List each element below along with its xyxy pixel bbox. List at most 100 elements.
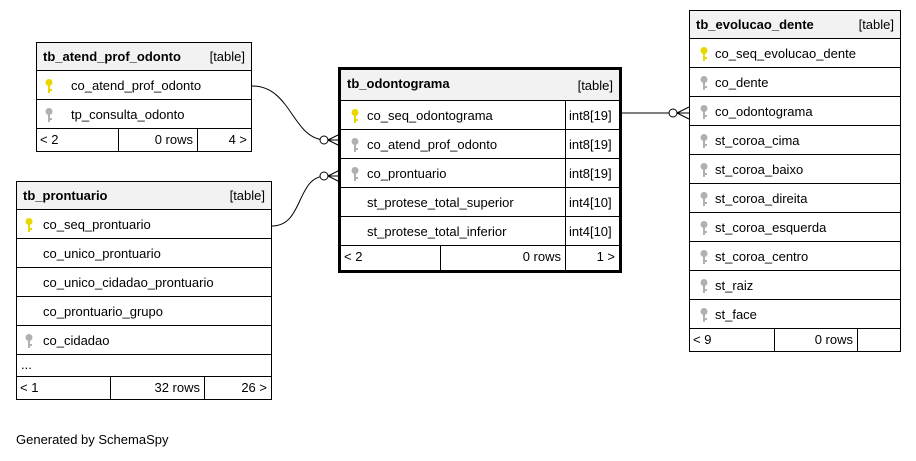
parents-count[interactable]: < 1: [20, 380, 39, 395]
column-row[interactable]: co_unico_cidadao_prontuario: [17, 268, 271, 297]
foreign-key-icon: [698, 249, 710, 265]
table-footer: < 2 0 rows 1 >: [341, 246, 619, 270]
parents-count[interactable]: < 2: [344, 249, 363, 264]
children-count[interactable]: 4 >: [228, 132, 247, 147]
table-header: tb_odontograma [table]: [341, 70, 619, 101]
column-name: co_seq_odontograma: [367, 108, 493, 123]
foreign-key-icon: [698, 307, 710, 323]
column-name: co_atend_prof_odonto: [367, 137, 498, 152]
column-row[interactable]: st_raiz: [690, 271, 900, 300]
table-tb-atend-prof-odonto[interactable]: tb_atend_prof_odonto [table] co_atend_pr…: [36, 42, 252, 152]
primary-key-icon: [349, 108, 361, 124]
row-count: 0 rows: [154, 132, 193, 147]
children-count[interactable]: 26 >: [241, 380, 267, 395]
column-row[interactable]: co_prontuario int8[19]: [341, 159, 619, 188]
column-name: co_unico_cidadao_prontuario: [43, 275, 214, 290]
column-name: st_coroa_baixo: [715, 162, 804, 177]
children-count[interactable]: 1 >: [596, 249, 615, 264]
column-name: tp_consulta_odonto: [71, 107, 185, 122]
foreign-key-icon: [43, 107, 55, 123]
table-tb-odontograma[interactable]: tb_odontograma [table] co_seq_odontogram…: [338, 67, 622, 273]
edge-prontuario-odontograma-optional-marker: [319, 171, 329, 181]
column-row[interactable]: co_atend_prof_odonto: [37, 71, 251, 100]
column-name: co_prontuario: [367, 166, 447, 181]
column-row[interactable]: st_coroa_baixo: [690, 155, 900, 184]
parents-count[interactable]: < 2: [40, 132, 59, 147]
column-name: st_protese_total_superior: [367, 195, 514, 210]
edge-prontuario-odontograma: [271, 175, 327, 227]
more-columns-text: ...: [21, 357, 32, 372]
foreign-key-icon: [698, 220, 710, 236]
table-footer: < 2 0 rows 4 >: [37, 129, 251, 151]
column-name: co_cidadao: [43, 333, 110, 348]
column-name: co_seq_evolucao_dente: [715, 46, 856, 61]
foreign-key-icon: [698, 133, 710, 149]
parents-count[interactable]: < 9: [693, 332, 712, 347]
foreign-key-icon: [23, 333, 35, 349]
column-row[interactable]: st_coroa_esquerda: [690, 213, 900, 242]
table-tb-evolucao-dente[interactable]: tb_evolucao_dente [table] co_seq_evoluca…: [689, 10, 901, 352]
column-row[interactable]: co_cidadao: [17, 326, 271, 355]
table-header: tb_evolucao_dente [table]: [690, 11, 900, 39]
row-count: 32 rows: [154, 380, 200, 395]
column-name: st_coroa_cima: [715, 133, 800, 148]
column-name: co_dente: [715, 75, 769, 90]
edge-odontograma-evolucao-crowfoot: [676, 106, 690, 120]
column-row[interactable]: co_atend_prof_odonto int8[19]: [341, 130, 619, 159]
column-name: st_protese_total_inferior: [367, 224, 507, 239]
column-name: st_coroa_esquerda: [715, 220, 827, 235]
row-count: 0 rows: [522, 249, 561, 264]
column-row[interactable]: st_coroa_cima: [690, 126, 900, 155]
column-row[interactable]: st_protese_total_inferior int4[10]: [341, 217, 619, 246]
foreign-key-icon: [698, 104, 710, 120]
column-row[interactable]: co_seq_odontograma int8[19]: [341, 101, 619, 130]
column-row[interactable]: co_prontuario_grupo: [17, 297, 271, 326]
column-name: co_unico_prontuario: [43, 246, 161, 261]
column-row[interactable]: co_seq_evolucao_dente: [690, 39, 900, 68]
table-footer: < 9 0 rows: [690, 329, 900, 351]
table-kind: [table]: [209, 49, 245, 64]
column-type: int8[19]: [565, 159, 619, 187]
column-name: st_raiz: [715, 278, 754, 293]
edge-atend-odontograma: [251, 85, 327, 141]
table-header: tb_atend_prof_odonto [table]: [37, 43, 251, 71]
column-row[interactable]: st_coroa_centro: [690, 242, 900, 271]
column-row[interactable]: co_seq_prontuario: [17, 210, 271, 239]
column-type: int4[10]: [565, 217, 619, 245]
generated-by-footer: Generated by SchemaSpy: [16, 432, 169, 447]
column-name: co_atend_prof_odonto: [71, 78, 202, 93]
more-columns-indicator: ...: [17, 355, 271, 377]
table-name: tb_atend_prof_odonto: [43, 49, 181, 64]
column-row[interactable]: co_unico_prontuario: [17, 239, 271, 268]
column-name: st_face: [715, 307, 757, 322]
column-name: co_prontuario_grupo: [43, 304, 163, 319]
row-count: 0 rows: [814, 332, 853, 347]
column-row[interactable]: co_dente: [690, 68, 900, 97]
foreign-key-icon: [349, 137, 361, 153]
column-name: co_odontograma: [715, 104, 813, 119]
column-row[interactable]: st_coroa_direita: [690, 184, 900, 213]
column-row[interactable]: st_protese_total_superior int4[10]: [341, 188, 619, 217]
foreign-key-icon: [349, 166, 361, 182]
foreign-key-icon: [698, 278, 710, 294]
column-row[interactable]: tp_consulta_odonto: [37, 100, 251, 129]
table-footer: < 1 32 rows 26 >: [17, 377, 271, 399]
edge-odontograma-evolucao-optional-marker: [668, 108, 678, 118]
column-name: st_coroa_direita: [715, 191, 808, 206]
primary-key-icon: [43, 78, 55, 94]
column-row[interactable]: co_odontograma: [690, 97, 900, 126]
column-row[interactable]: st_face: [690, 300, 900, 329]
column-type: int8[19]: [565, 130, 619, 158]
foreign-key-icon: [698, 75, 710, 91]
table-name: tb_odontograma: [347, 76, 450, 91]
table-kind: [table]: [229, 188, 265, 203]
edge-atend-odontograma-optional-marker: [319, 135, 329, 145]
table-kind: [table]: [858, 17, 894, 32]
foreign-key-icon: [698, 191, 710, 207]
foreign-key-icon: [698, 162, 710, 178]
column-type: int4[10]: [565, 188, 619, 216]
table-kind: [table]: [577, 78, 613, 93]
table-name: tb_prontuario: [23, 188, 108, 203]
primary-key-icon: [698, 46, 710, 62]
table-tb-prontuario[interactable]: tb_prontuario [table] co_seq_prontuario …: [16, 181, 272, 400]
